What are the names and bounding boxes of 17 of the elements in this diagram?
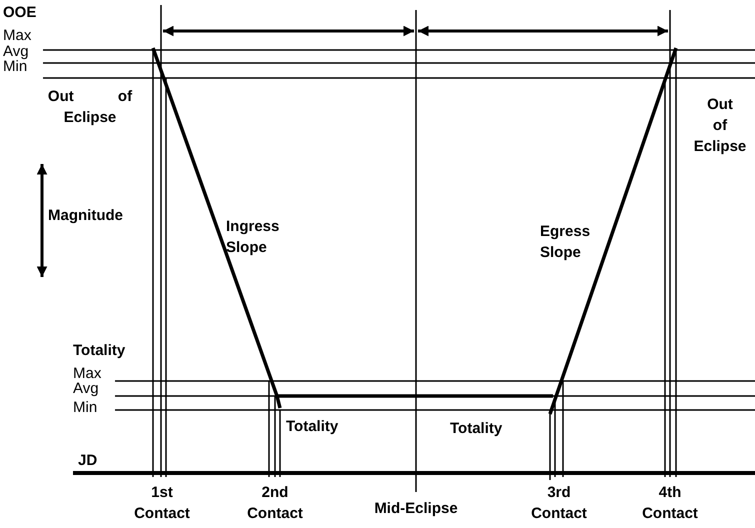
region-label: Out of Eclipse — [46, 87, 134, 128]
axis-label: JD — [78, 451, 98, 471]
contact-label: 3rd Contact — [530, 483, 588, 524]
contact-label: 1st Contact — [133, 483, 191, 524]
region-label: Totality — [286, 417, 338, 437]
slope-label: Egress Slope — [540, 222, 592, 263]
contact-label: 4th Contact — [641, 483, 699, 524]
contact-label: 2nd Contact — [246, 483, 304, 524]
axis-label: Totality — [73, 341, 126, 361]
level-label: Min — [73, 398, 98, 418]
axis-label: Magnitude — [48, 206, 123, 226]
contact-label: Mid-Eclipse — [373, 499, 459, 519]
axis-label: OOE — [3, 3, 36, 23]
region-label: Out of Eclipse — [692, 95, 748, 157]
slope-label: Ingress Slope — [226, 217, 280, 258]
level-label: Min — [3, 58, 28, 77]
region-label: Totality — [450, 419, 502, 439]
